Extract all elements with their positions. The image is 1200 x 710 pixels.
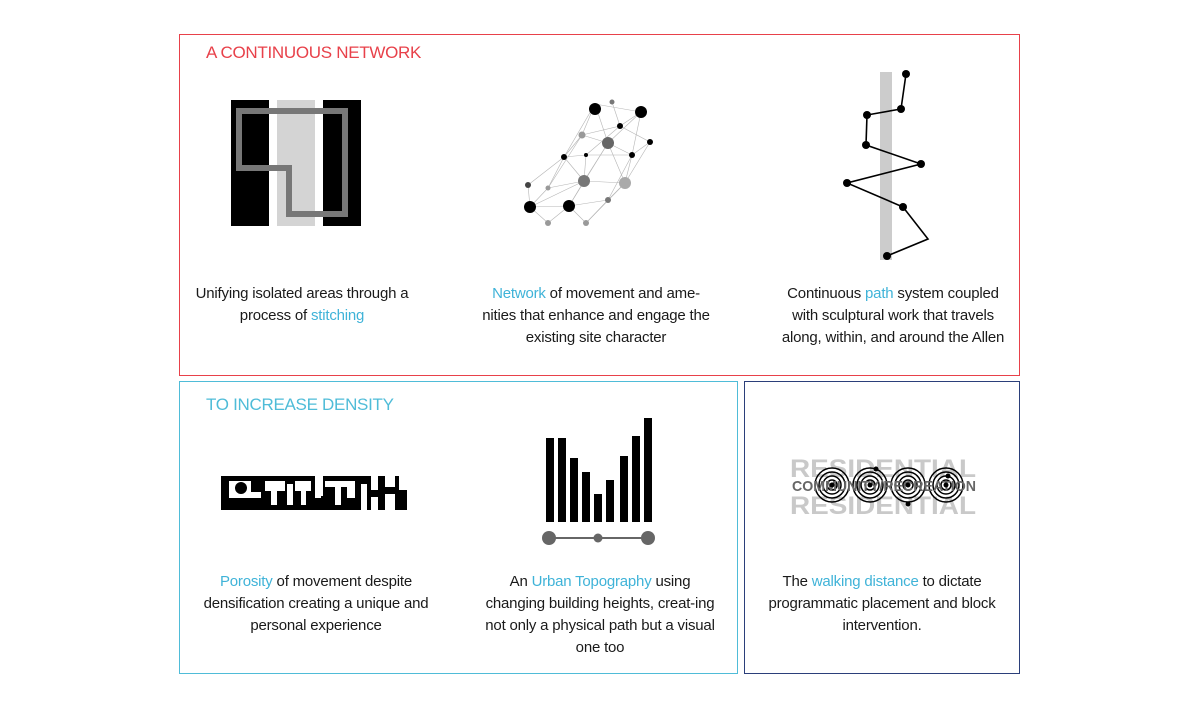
porosity-caption: Porosity of movement despite densificati… bbox=[196, 571, 436, 637]
network-diagram bbox=[524, 99, 653, 226]
topography-node-start bbox=[542, 531, 556, 545]
stitching-diagram bbox=[231, 100, 361, 226]
porosity-bridges bbox=[321, 496, 325, 498]
building-heights bbox=[546, 418, 652, 522]
topography-node-end bbox=[641, 531, 655, 545]
caption-text: to dictate programmatic placement and bl… bbox=[768, 573, 996, 634]
porosity-diagram bbox=[221, 476, 407, 510]
density-heading: TO INCREASE DENSITY bbox=[206, 395, 394, 414]
caption-highlight: path bbox=[865, 285, 894, 302]
walking-caption: The walking distance to dictate programm… bbox=[768, 571, 996, 637]
network-nodes bbox=[524, 99, 653, 226]
stitching-block-center bbox=[277, 100, 315, 226]
topography-caption: An Urban Topography using changing build… bbox=[480, 571, 720, 659]
caption-text: Continuous bbox=[787, 285, 866, 302]
porosity-voids bbox=[229, 476, 407, 510]
path-caption: Continuous path system coupled with scul… bbox=[775, 283, 1011, 349]
caption-highlight: Porosity bbox=[219, 573, 273, 590]
walking-nodes bbox=[829, 466, 951, 507]
caption-highlight: stitching bbox=[310, 307, 365, 324]
caption-text: An bbox=[509, 573, 532, 590]
caption-highlight: walking distance bbox=[811, 573, 919, 590]
caption-highlight: Network bbox=[492, 285, 546, 302]
stitching-caption: Unifying isolated areas through a proces… bbox=[182, 283, 422, 327]
topography-diagram bbox=[542, 418, 655, 545]
walking-distance-panel bbox=[744, 381, 1020, 674]
diagram-label-middle: COMMUNITY/RECREATION bbox=[792, 478, 976, 495]
path-column bbox=[880, 72, 892, 260]
network-caption: Network of movement and ame-nities that … bbox=[478, 283, 714, 349]
caption-highlight: Urban Topography bbox=[531, 573, 652, 590]
topography-node-mid bbox=[593, 533, 603, 543]
walking-distance-diagram: RESIDENTIAL RESIDENTIAL COMMUNITY/RECREA… bbox=[790, 455, 976, 520]
stitching-path bbox=[236, 108, 348, 217]
path-nodes bbox=[843, 70, 925, 260]
path-diagram bbox=[843, 70, 930, 260]
caption-text: Unifying isolated areas through a proces… bbox=[195, 285, 409, 324]
caption-text: system coupled with sculptural work that… bbox=[781, 285, 1005, 346]
network-heading: A CONTINUOUS NETWORK bbox=[206, 43, 422, 62]
network-links bbox=[527, 101, 651, 224]
caption-text: using changing building heights, creat-i… bbox=[485, 573, 715, 656]
continuous-network-panel: A CONTINUOUS NETWORK bbox=[179, 34, 1020, 376]
caption-text: of movement and ame-nities that enhance … bbox=[482, 285, 710, 346]
walking-radius-rings bbox=[814, 467, 964, 503]
increase-density-panel: TO INCREASE DENSITY bbox=[179, 381, 738, 674]
caption-text: of movement despite densification creati… bbox=[203, 573, 429, 634]
caption-text: The bbox=[782, 573, 812, 590]
